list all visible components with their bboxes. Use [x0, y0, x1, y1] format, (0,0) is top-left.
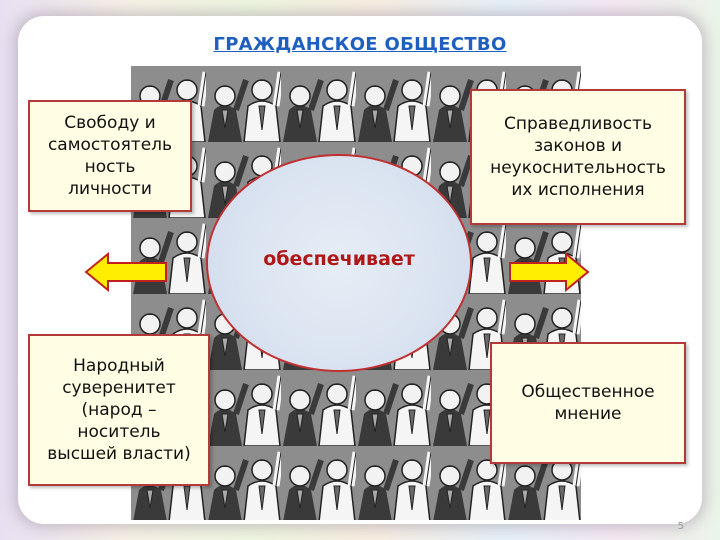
box-sovereignty: Народный суверенитет (народ – носитель в…	[28, 334, 210, 486]
page-number: 5	[677, 521, 684, 532]
box-freedom-text: Свободу и самостоятель ность личности	[47, 113, 173, 199]
box-justice-text: Справедливость законов и неукоснительнос…	[490, 114, 666, 200]
slide-title: ГРАЖДАНСКОЕ ОБЩЕСТВО	[213, 34, 507, 55]
center-label: обеспечивает	[263, 248, 415, 270]
box-public-opinion-text: Общественное мнение	[521, 382, 655, 424]
box-sovereignty-text: Народный суверенитет (народ – носитель в…	[47, 356, 191, 464]
center-circle	[206, 154, 472, 372]
box-justice: Справедливость законов и неукоснительнос…	[470, 89, 686, 225]
right-arrow-icon	[509, 252, 590, 292]
box-freedom: Свободу и самостоятель ность личности	[28, 100, 192, 212]
box-public-opinion: Общественное мнение	[490, 342, 686, 464]
left-arrow-icon	[84, 252, 167, 292]
